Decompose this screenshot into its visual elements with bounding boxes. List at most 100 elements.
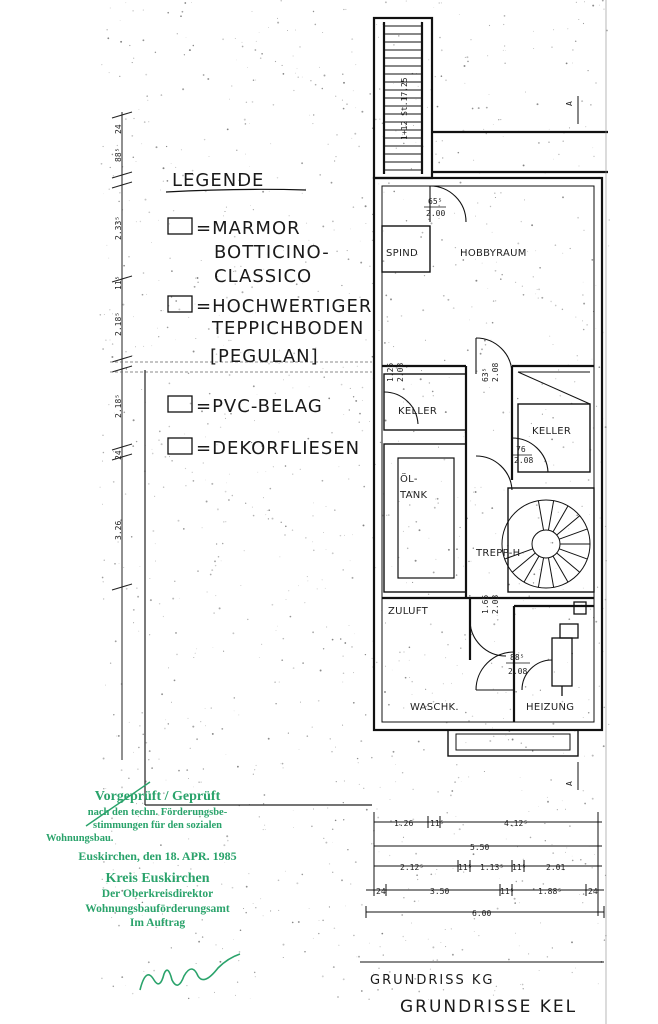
speckle	[162, 180, 164, 182]
speckle	[153, 969, 155, 972]
speckle	[217, 336, 219, 338]
speckle	[263, 794, 266, 796]
speckle	[170, 701, 172, 703]
speckle	[180, 149, 182, 151]
speckle	[297, 76, 299, 78]
speckle	[312, 10, 315, 13]
speckle	[145, 73, 148, 76]
speckle	[139, 566, 141, 567]
speckle	[336, 250, 338, 253]
speckle	[292, 55, 294, 57]
speckle	[361, 386, 364, 389]
speckle	[306, 576, 308, 578]
speckle	[240, 265, 242, 268]
speckle	[172, 597, 175, 600]
speckle	[230, 279, 232, 281]
speckle	[456, 548, 458, 551]
speckle	[154, 543, 156, 545]
speckle	[495, 300, 497, 302]
speckle	[228, 473, 230, 475]
speckle	[143, 121, 146, 123]
speckle	[311, 825, 313, 828]
speckle	[270, 910, 272, 912]
speckle	[200, 781, 202, 783]
speckle	[111, 916, 113, 918]
speckle	[167, 11, 170, 14]
speckle	[134, 897, 137, 900]
speckle	[528, 595, 530, 597]
speckle	[499, 877, 500, 879]
speckle	[221, 728, 224, 730]
speckle	[113, 412, 115, 414]
speckle	[572, 49, 574, 51]
speckle	[201, 936, 204, 938]
speckle	[139, 897, 141, 899]
stamp-line-8: Wohnungsbauförderungsamt	[85, 902, 230, 915]
speckle	[393, 83, 394, 84]
speckle	[188, 838, 190, 840]
speckle	[598, 366, 601, 369]
speckle	[324, 587, 326, 589]
speckle	[172, 904, 174, 906]
speckle	[391, 566, 393, 567]
speckle	[584, 755, 585, 757]
speckle	[160, 443, 163, 446]
speckle	[325, 841, 328, 844]
speckle	[138, 746, 140, 749]
speckle	[477, 107, 480, 110]
speckle	[143, 970, 145, 972]
speckle	[361, 400, 363, 401]
speckle	[384, 342, 386, 344]
speckle	[341, 284, 343, 287]
speckle	[603, 939, 606, 941]
speckle	[240, 585, 242, 586]
speckle	[238, 959, 240, 962]
speckle	[336, 134, 338, 136]
speckle	[112, 869, 114, 871]
speckle	[454, 781, 457, 784]
speckle	[113, 451, 114, 453]
speckle	[162, 310, 164, 311]
speckle	[236, 149, 238, 152]
speckle	[321, 975, 324, 978]
speckle	[178, 308, 181, 311]
stamp-line-9: Im Auftrag	[129, 917, 186, 930]
speckle	[208, 392, 211, 395]
speckle	[207, 78, 210, 80]
speckle	[117, 541, 119, 543]
speckle	[462, 823, 464, 826]
speckle	[186, 795, 188, 797]
speckle	[463, 565, 464, 567]
speckle	[351, 576, 354, 579]
speckle	[296, 68, 298, 70]
speckle	[502, 411, 505, 414]
speckle	[377, 989, 379, 991]
speckle	[171, 270, 173, 272]
speckle	[284, 465, 287, 467]
speckle	[381, 932, 384, 935]
speckle	[501, 273, 503, 276]
speckle	[544, 822, 546, 825]
speckle	[537, 141, 540, 144]
speckle	[437, 791, 439, 793]
speckle	[576, 355, 578, 357]
speckle	[189, 747, 191, 749]
speckle	[291, 921, 294, 924]
speckle	[565, 62, 568, 65]
speckle	[393, 44, 395, 46]
speckle	[204, 708, 206, 709]
speckle	[371, 843, 373, 845]
speckle	[599, 517, 601, 519]
speckle	[582, 281, 584, 283]
speckle	[411, 680, 413, 683]
speckle	[295, 283, 298, 286]
speckle	[271, 517, 274, 520]
speckle	[342, 107, 345, 110]
speckle	[378, 967, 380, 969]
speckle	[222, 909, 224, 911]
speckle	[432, 395, 434, 397]
speckle	[125, 587, 128, 590]
speckle	[428, 382, 431, 384]
speckle	[425, 705, 427, 708]
speckle	[111, 817, 113, 820]
